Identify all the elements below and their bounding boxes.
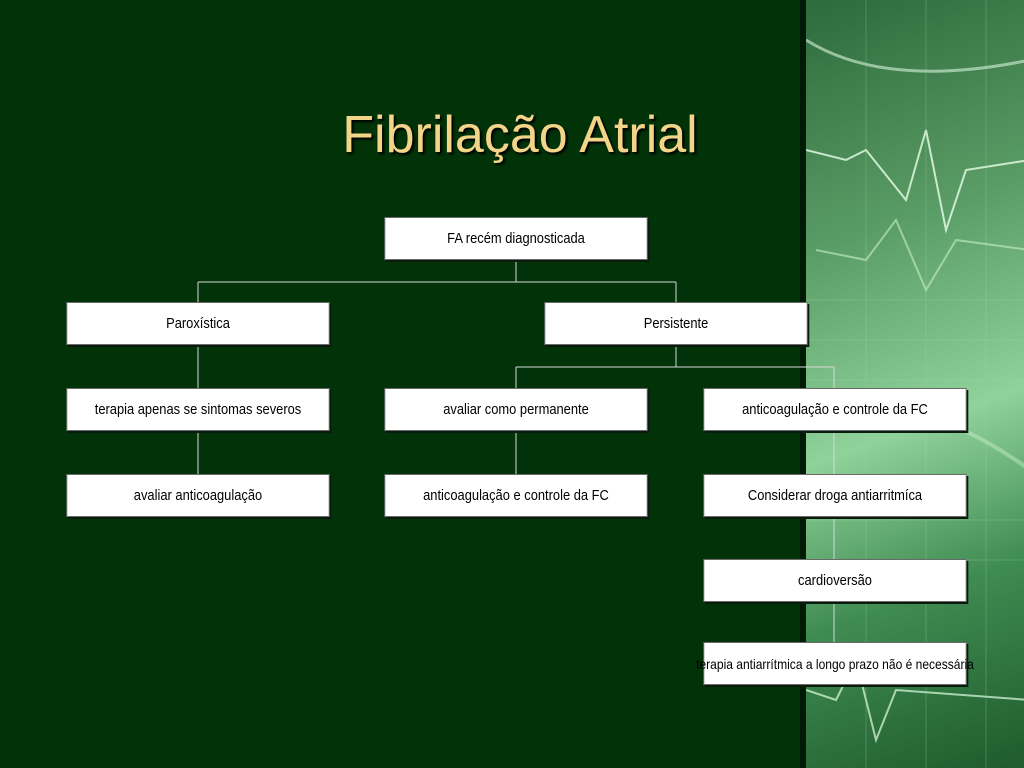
- node-persistente: Persistente: [544, 302, 808, 345]
- node-perm-step1-label: avaliar como permanente: [443, 401, 589, 418]
- node-rhythm-step3: cardioversão: [703, 559, 967, 602]
- node-rhythm-step2-label: Considerar droga antiarritmíca: [747, 487, 923, 504]
- node-perm-step1: avaliar como permanente: [384, 388, 648, 431]
- node-parox-step1: terapia apenas se sintomas severos: [66, 388, 330, 431]
- node-rhythm-step4: terapia antiarrítmica a longo prazo não …: [696, 642, 974, 685]
- node-rhythm-step4-label: terapia antiarrítmica a longo prazo não …: [696, 655, 974, 672]
- node-parox-step2-label: avaliar anticoagulação: [133, 487, 263, 504]
- node-rhythm-step1: anticoagulação e controle da FC: [703, 388, 967, 431]
- node-persistente-label: Persistente: [643, 315, 709, 332]
- node-rhythm-step2: Considerar droga antiarritmíca: [703, 474, 967, 517]
- node-parox-step2: avaliar anticoagulação: [66, 474, 330, 517]
- node-root: FA recém diagnosticada: [384, 217, 648, 260]
- node-root-label: FA recém diagnosticada: [447, 230, 585, 247]
- node-parox-step1-label: terapia apenas se sintomas severos: [94, 401, 302, 418]
- node-perm-step2-label: anticoagulação e controle da FC: [423, 487, 609, 504]
- node-paroxistica: Paroxística: [66, 302, 330, 345]
- node-perm-step2: anticoagulação e controle da FC: [384, 474, 648, 517]
- node-rhythm-step1-label: anticoagulação e controle da FC: [742, 401, 928, 418]
- node-paroxistica-label: Paroxística: [166, 315, 230, 332]
- slide-title: Fibrilação Atrial: [342, 106, 698, 164]
- node-rhythm-step3-label: cardioversão: [798, 572, 872, 589]
